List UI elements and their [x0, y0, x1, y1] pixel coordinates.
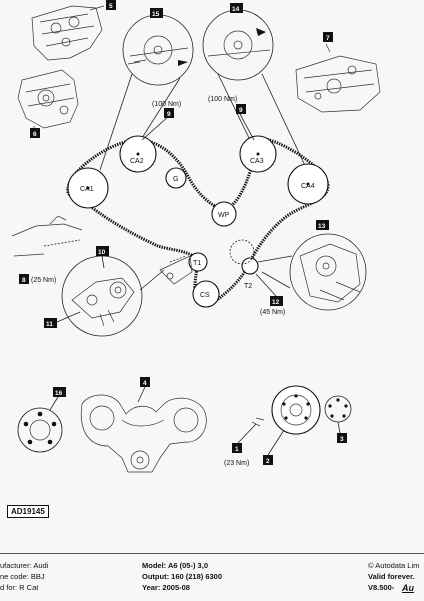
svg-text:5: 5 — [109, 3, 113, 10]
svg-text:2: 2 — [266, 458, 270, 465]
detail-view-13: 13 12 (45 Nm) — [255, 220, 367, 316]
engine-detail-sketch-7 — [295, 43, 381, 113]
pulley-ca1: CA1 — [67, 167, 109, 209]
detail-view-15 — [122, 14, 194, 86]
svg-text:9: 9 — [239, 107, 243, 114]
pulley-t2-label: T2 — [244, 283, 252, 290]
footer-version: V8.500- — [368, 583, 395, 592]
pulley-g-label: G — [173, 176, 178, 183]
diagram-code: AD19145 — [7, 505, 49, 518]
svg-text:1: 1 — [235, 446, 239, 453]
torque-c12: (45 Nm) — [260, 309, 285, 316]
svg-text:10: 10 — [98, 249, 106, 256]
svg-text:16: 16 — [55, 390, 63, 397]
pulley-cs-label: CS — [200, 292, 210, 299]
footer-model-info: Model: A6 (05-) 3,0 Output: 160 (218) 63… — [142, 560, 222, 593]
svg-text:4: 4 — [143, 380, 147, 387]
pulley-ca1-label: CA1 — [80, 186, 94, 193]
engine-detail-sketch-5 — [31, 5, 105, 61]
callout-15: 15 — [150, 8, 163, 18]
leader-line-14b — [261, 73, 309, 173]
engine-front-cover-4: 4 — [80, 377, 207, 473]
torque-c1: (23 Nm) — [224, 460, 249, 467]
callout-7: 7 — [323, 32, 333, 42]
footer-used-for: d for: R Cat — [0, 583, 39, 592]
pulley-face-16: 16 — [17, 387, 66, 453]
pulley-ca4: CA4 — [287, 163, 329, 205]
footer-model: Model: A6 (05-) 3,0 — [142, 561, 208, 570]
autodata-logo: Au — [402, 583, 414, 593]
callout-14: 14 — [230, 3, 243, 13]
pulley-t1: T1 — [188, 252, 208, 272]
engine-detail-sketch-6 — [17, 69, 79, 132]
footer-copyright-text: © Autodata Lim — [368, 561, 420, 570]
t2-dashed-circle — [229, 239, 255, 265]
callout-6: 6 — [30, 128, 40, 138]
pulley-ca4-label: CA4 — [301, 183, 315, 190]
footer-year: Year: 2005-08 — [142, 583, 190, 592]
tensioner-bracket — [159, 255, 193, 285]
pulley-ca3: CA3 — [239, 135, 277, 173]
footer: ufacturer: Audi ne code: BBJ d for: R Ca… — [0, 553, 424, 601]
pulley-ca2: CA2 — [119, 135, 157, 173]
leader-line-15 — [99, 73, 133, 171]
pulley-cs: CS — [192, 280, 220, 308]
timing-belt — [66, 136, 330, 305]
pulley-ca3-label: CA3 — [250, 158, 264, 165]
svg-text:9: 9 — [167, 111, 171, 118]
callout-9-left: 9 (100 Nm) — [141, 101, 181, 141]
pulley-t1-label: T1 — [193, 260, 201, 267]
detail-view-14 — [202, 9, 274, 81]
svg-text:14: 14 — [232, 6, 240, 13]
footer-engine-code: ne code: BBJ — [0, 572, 45, 581]
svg-text:8: 8 — [22, 277, 26, 284]
svg-text:6: 6 — [33, 131, 37, 138]
footer-output: Output: 160 (218) 6300 — [142, 572, 223, 581]
svg-text:13: 13 — [318, 223, 326, 230]
detail-sketch-8: 8 (25 Nm) — [11, 215, 83, 284]
svg-text:3: 3 — [340, 436, 344, 443]
callout-5: 5 — [106, 0, 116, 10]
leader-line-14 — [217, 73, 251, 141]
pulley-g: G — [165, 167, 187, 189]
pulley-wp-label: WP — [218, 212, 230, 219]
svg-text:7: 7 — [326, 35, 330, 42]
tensioner-detail: 10 11 — [44, 246, 165, 337]
footer-vehicle-info: ufacturer: Audi ne code: BBJ d for: R Ca… — [0, 560, 48, 593]
pulley-ca2-label: CA2 — [130, 158, 144, 165]
footer-manufacturer: ufacturer: Audi — [0, 561, 49, 570]
leader-line-15b — [141, 77, 181, 139]
torque-c8: (25 Nm) — [31, 277, 56, 284]
svg-text:12: 12 — [272, 299, 280, 306]
footer-validity: Valid forever. — [368, 572, 415, 581]
torque-ca-right: (100 Nm) — [208, 96, 237, 103]
torque-ca-left: (100 Nm) — [152, 101, 181, 108]
pulley-t2: T2 — [241, 257, 259, 290]
callout-9-right: 9 (100 Nm) — [208, 96, 255, 141]
crank-pulley-assembly: 1 (23 Nm) 2 3 — [224, 385, 352, 467]
pulley-wp: WP — [211, 201, 237, 227]
svg-text:15: 15 — [152, 11, 160, 18]
svg-text:11: 11 — [46, 321, 53, 328]
footer-copyright: © Autodata Lim Valid forever. V8.500- — [368, 560, 419, 593]
